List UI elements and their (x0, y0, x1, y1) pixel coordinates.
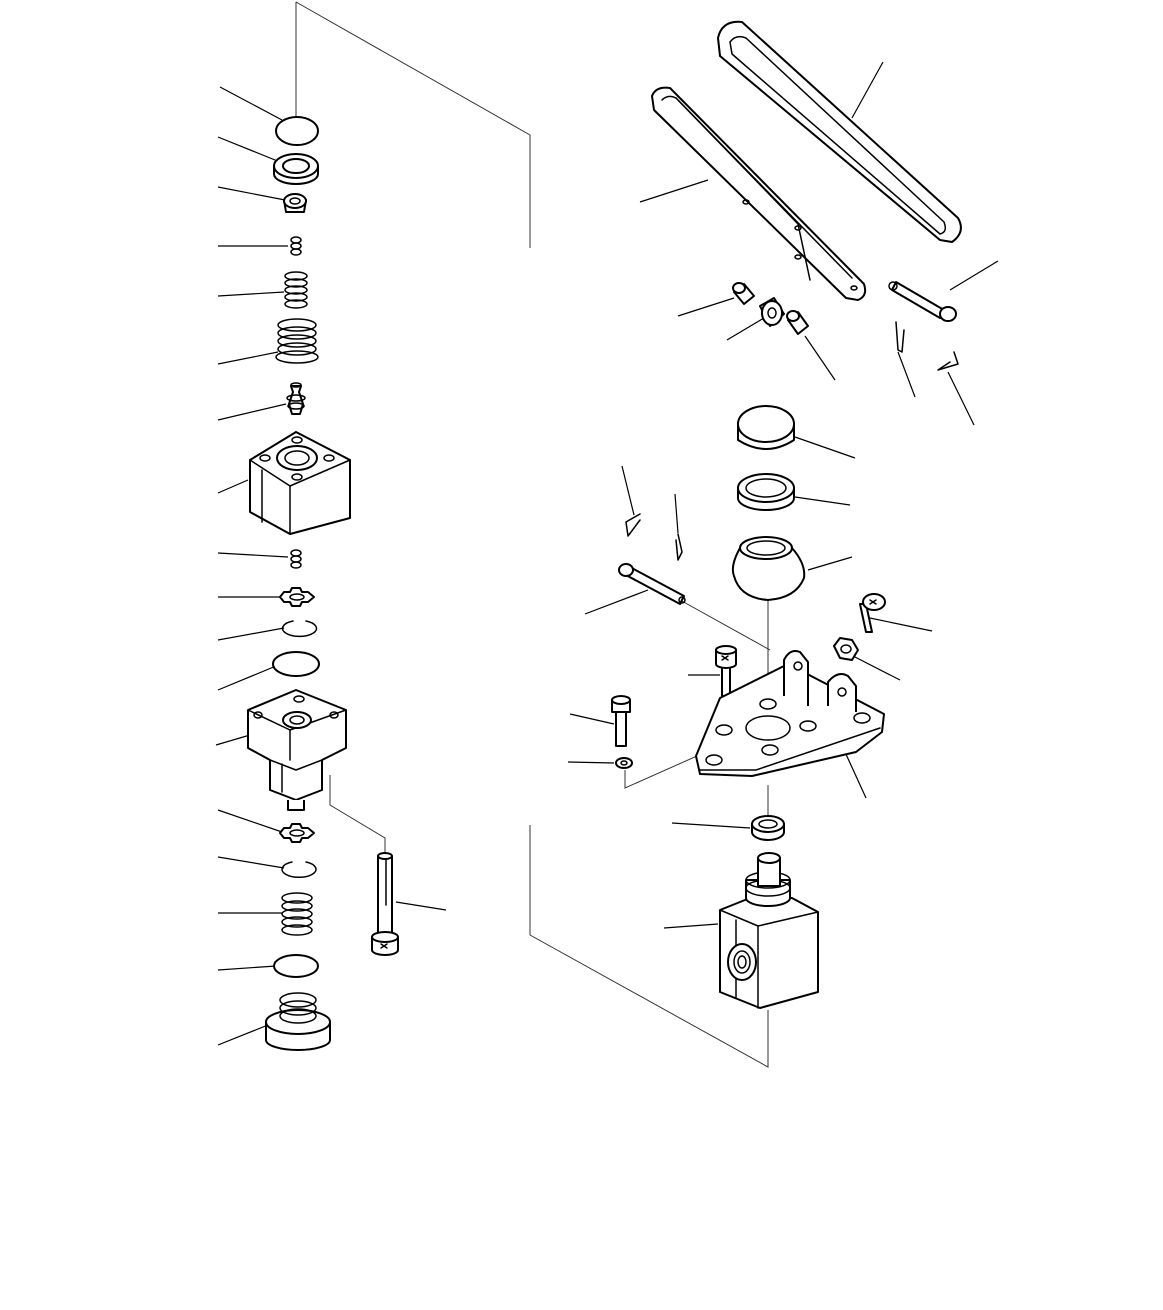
return-spring (281, 892, 313, 936)
small-nut (283, 193, 307, 213)
pedal-pin (888, 281, 957, 322)
small-spring-lower (290, 549, 302, 569)
bottom-plug (265, 992, 331, 1051)
cap-screw (715, 645, 737, 697)
snap-ring-upper (281, 620, 318, 638)
ring-spacer (751, 815, 785, 841)
seal-disc-top (275, 116, 319, 146)
assembly-bracket-lines (295, 1, 771, 1068)
bushing-right (786, 310, 809, 335)
snap-ring-lower (281, 861, 317, 878)
cotter-pin-right-b (937, 351, 959, 371)
small-spring (290, 236, 302, 256)
leader-lines-right (567, 61, 999, 929)
valve-housing (719, 852, 819, 1009)
rubber-boot (731, 536, 806, 601)
clevis-pin (618, 563, 686, 605)
washer-small (615, 757, 633, 769)
cotter-pin-left-a (625, 513, 641, 537)
cotter-pin-left-b (675, 533, 683, 561)
mounting-plate (695, 650, 885, 777)
seal-ring (737, 473, 795, 511)
outer-spring (275, 318, 319, 364)
pedal-lever-right (717, 20, 962, 243)
seal-disc-bottom (273, 954, 319, 978)
pedal-arm-left (651, 86, 867, 301)
long-bolt (371, 852, 399, 956)
leader-lines-left (215, 86, 447, 1046)
upper-valve-body (249, 431, 351, 535)
lower-valve-body (247, 689, 347, 811)
lock-washer-upper (279, 587, 315, 607)
cotter-pin-right-a (895, 321, 905, 353)
bushing-left (732, 282, 755, 305)
retainer-ring (273, 153, 319, 185)
inner-spring (284, 271, 308, 309)
hex-nut (833, 637, 859, 661)
lock-washer-lower (279, 823, 315, 843)
spacer-washer (759, 297, 785, 327)
valve-stem (286, 382, 306, 415)
hex-bolt-left (611, 695, 631, 747)
dust-cap (737, 405, 795, 450)
seal-disc-middle (272, 651, 320, 677)
hex-bolt-upper-right (859, 593, 886, 633)
